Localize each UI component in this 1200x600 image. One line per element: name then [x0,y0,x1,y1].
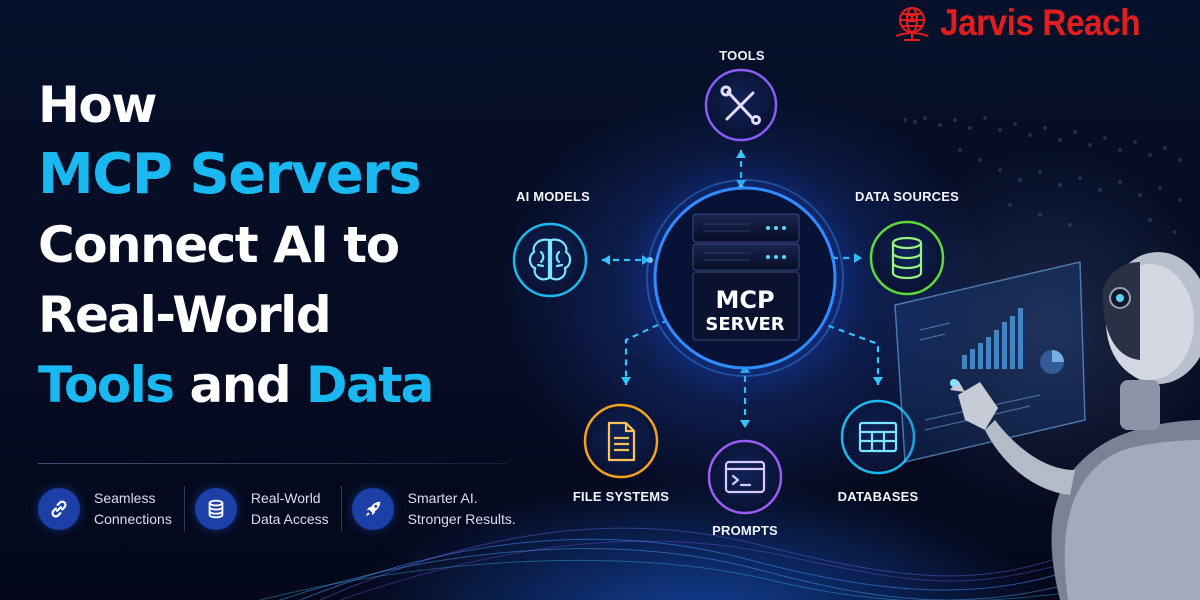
feature-text: Seamless Connections [94,488,172,530]
node-databases [840,399,916,475]
feature-line-1: Seamless [94,490,156,506]
feature-line-1: Smarter AI. [407,490,478,506]
headline-and-word: and [173,356,307,414]
feature-text: Smarter AI. Stronger Results. [408,488,516,530]
server-label-line-2: SERVER [705,314,785,335]
feature-line-2: Stronger Results. [407,511,516,527]
node-ai-models [512,222,588,298]
brand-name: Jarvis Reach [940,2,1141,43]
feature-seamless-connections: Seamless Connections [38,486,172,532]
feature-smarter-ai: Smarter AI. Stronger Results. [340,486,516,532]
feature-line-2: Connections [94,511,172,527]
label-tools: TOOLS [719,48,765,63]
robot-illustration [950,252,1200,600]
server-rack-icon [692,213,800,341]
feature-line-1: Real-World [250,490,321,506]
label-ai-models: AI MODELS [515,189,591,204]
connector-databases [817,320,880,385]
feature-line-2: Data Access [250,511,329,527]
rocket-icon [351,488,394,530]
server-label: MCP SERVER [655,286,835,336]
feature-text: Real-World Data Access [251,488,329,530]
server-label-line-1: MCP [715,286,775,314]
holographic-dashboard [894,261,1086,463]
node-data-sources [869,220,945,296]
label-file-systems: FILE SYSTEMS [572,489,670,504]
mcp-server-node [620,153,870,403]
table-icon [858,421,898,453]
node-tools [704,68,778,142]
headline-line-4: Real-World [38,286,332,344]
link-icon [38,488,80,530]
headline-line-3: Connect AI to [38,216,400,274]
label-prompts: PROMPTS [712,523,778,538]
feature-list: Seamless Connections Real-World Data Acc… [38,486,516,532]
robot-globe-logo-icon [895,7,929,41]
headline: How MCP Servers Connect AI to Real-World… [38,70,508,420]
node-prompts [707,439,783,515]
label-data-sources: DATA SOURCES [855,189,959,204]
section-divider [38,463,508,464]
brand-logo: Jarvis Reach [890,2,1162,44]
database-icon [891,236,923,280]
document-icon [607,421,636,462]
brain-icon [528,238,572,281]
wrench-screwdriver-icon [720,85,761,125]
headline-line-1: How [38,76,157,134]
node-file-systems [583,403,659,479]
headline-tools-word: Tools [38,356,175,414]
terminal-icon [724,460,766,494]
database-icon [194,488,237,530]
headline-data-word: Data [306,356,434,414]
headline-line-5: Tools and Data [38,350,508,420]
label-databases: DATABASES [837,489,919,504]
headline-line-2: MCP Servers [38,142,422,207]
feature-real-world-data: Real-World Data Access [183,486,329,532]
